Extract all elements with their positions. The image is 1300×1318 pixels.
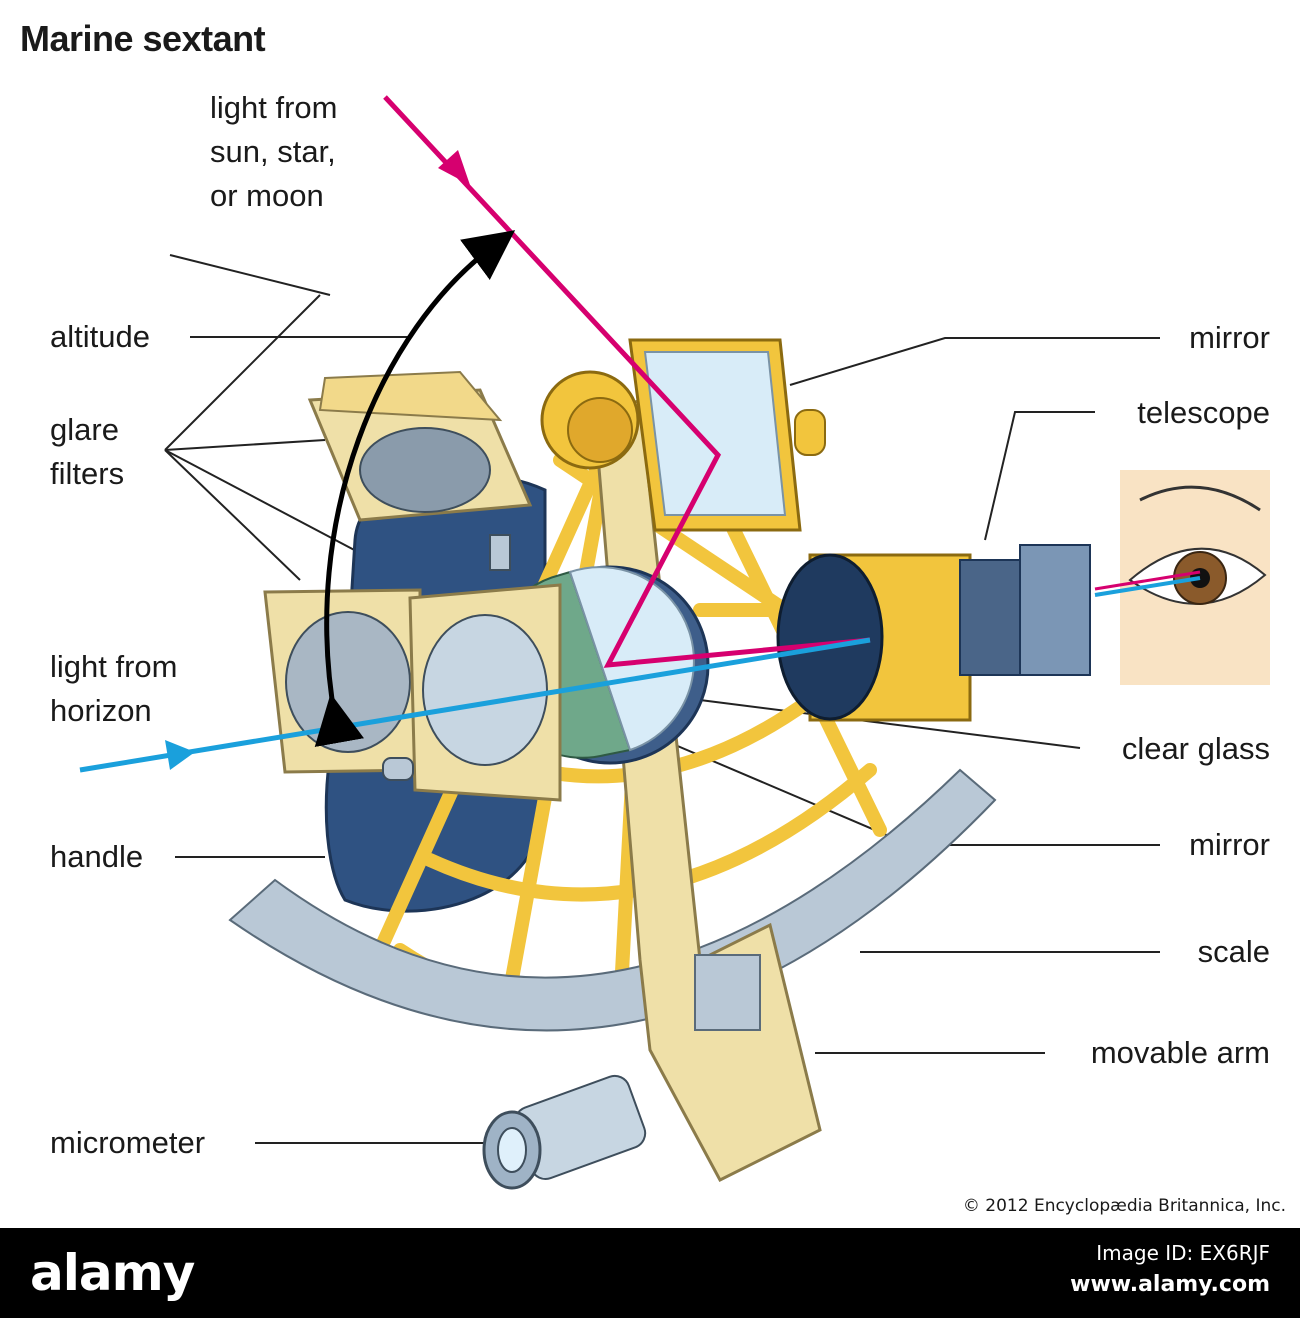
label-clear-glass: clear glass: [1121, 731, 1270, 766]
diagram-title: Marine sextant: [20, 18, 266, 59]
sun-ray-arrow: [438, 150, 470, 185]
label-movable-arm: movable arm: [1090, 1035, 1270, 1070]
sun-ray: [383, 95, 871, 668]
sextant-illustration: [79, 95, 1270, 1190]
clear-glass-half: [568, 566, 695, 752]
footer-bar: alamy Image ID: EX6RJF www.alamy.com: [0, 1228, 1300, 1318]
micrometer-knob: [482, 1074, 647, 1190]
label-mirror-top: mirror: [1189, 320, 1270, 355]
label-mirror-bottom: mirror: [1189, 827, 1270, 862]
copyright: © 2012 Encyclopædia Britannica, Inc.: [962, 1196, 1286, 1216]
image-reference: Image ID: EX6RJF www.alamy.com: [1070, 1238, 1270, 1302]
label-altitude: altitude: [50, 319, 150, 354]
label-light-horizon: light from horizon: [50, 649, 178, 728]
scale-arc: [228, 768, 997, 1032]
altitude-arc: [314, 230, 516, 747]
telescope-shape: [776, 544, 1091, 722]
leader-lines: [164, 254, 1160, 1144]
scale-window: [694, 954, 761, 1031]
image-id: Image ID: EX6RJF: [1096, 1241, 1270, 1265]
label-micrometer: micrometer: [50, 1125, 206, 1160]
label-scale: scale: [1197, 934, 1270, 969]
horizon-ray-arrow: [165, 740, 195, 770]
label-glare-filters: glare filters: [50, 412, 125, 491]
label-light-sun: light from sun, star, or moon: [210, 90, 338, 213]
brand-logo: alamy: [30, 1244, 195, 1302]
label-handle: handle: [50, 839, 144, 874]
label-telescope: telescope: [1137, 395, 1270, 430]
site-link[interactable]: www.alamy.com: [1070, 1272, 1270, 1297]
